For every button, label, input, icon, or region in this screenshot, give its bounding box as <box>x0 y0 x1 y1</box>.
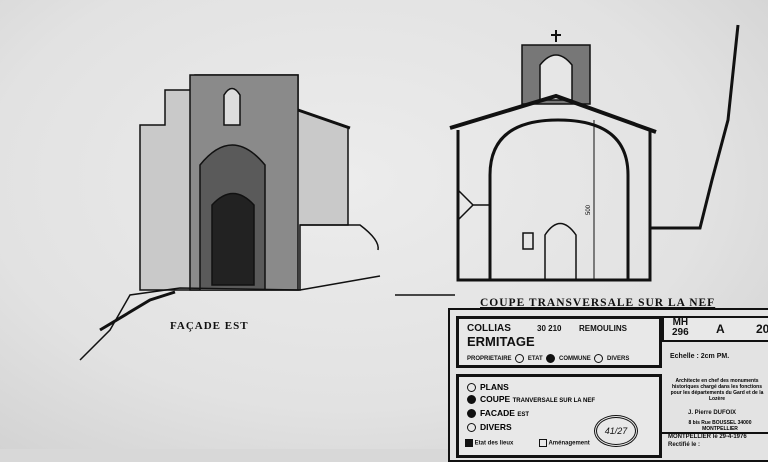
town: REMOULINS <box>579 324 627 333</box>
postcode: 30 210 <box>537 324 562 333</box>
architect-role: Architecte en chef des monuments histori… <box>670 378 764 402</box>
facade-drawing <box>79 74 381 361</box>
scale: Echelle : 2cm PM. <box>670 353 730 360</box>
contents-box: PLANS COUPE TRANVERSALE SUR LA NEF FACAD… <box>456 374 662 458</box>
contents-item-coupe[interactable]: COUPE TRANVERSALE SUR LA NEF <box>467 393 595 407</box>
dimension-label: 500 <box>586 204 592 215</box>
revised-date: Rectifié le : <box>668 442 701 448</box>
owner-etat-radio[interactable] <box>514 354 524 363</box>
title-block: COLLIAS 30 210 REMOULINS ERMITAGE PROPRI… <box>448 308 768 462</box>
date: MONTPELLIER le 29-4-1976 <box>668 434 747 440</box>
facade-title: FAÇADE EST <box>170 320 249 332</box>
owner-etat-label: ETAT <box>527 356 543 363</box>
contents-item-plans[interactable]: PLANS <box>467 381 595 393</box>
owner-commune-radio[interactable] <box>546 354 556 363</box>
sheet-number: 201 <box>756 322 768 336</box>
owner-divers-radio[interactable] <box>594 354 604 363</box>
section-drawing <box>395 24 740 296</box>
series: A <box>716 322 725 336</box>
owner-label: PROPRIETAIRE <box>467 356 512 363</box>
contents-item-facade[interactable]: FACADE EST <box>467 407 595 421</box>
commune: COLLIAS <box>467 323 511 334</box>
architect-name: J. Pierre DUFOIX <box>688 410 737 416</box>
owner-divers-label: DIVERS <box>607 356 630 363</box>
contents-list: PLANS COUPE TRANVERSALE SUR LA NEF FACAD… <box>467 381 595 433</box>
drawings: 500 <box>79 24 740 361</box>
section-title: COUPE TRANSVERSALE SUR LA NEF <box>480 297 716 309</box>
owner-commune-label: COMMUNE <box>559 356 591 363</box>
plan-checkbox[interactable]: Aménagement <box>539 439 590 447</box>
site-box: COLLIAS 30 210 REMOULINS ERMITAGE PROPRI… <box>456 316 662 368</box>
owner-row: PROPRIETAIRE ETAT COMMUNE DIVERS <box>467 354 629 363</box>
building-name: ERMITAGE <box>467 334 535 349</box>
state-checkbox[interactable]: Etat des lieux <box>465 439 513 447</box>
architect-address: 8 bis Rue BOUSSEL 34000 MONTPELLIER <box>688 420 752 432</box>
stamp: 41/27 <box>594 415 638 447</box>
contents-item-divers[interactable]: DIVERS <box>467 421 595 433</box>
